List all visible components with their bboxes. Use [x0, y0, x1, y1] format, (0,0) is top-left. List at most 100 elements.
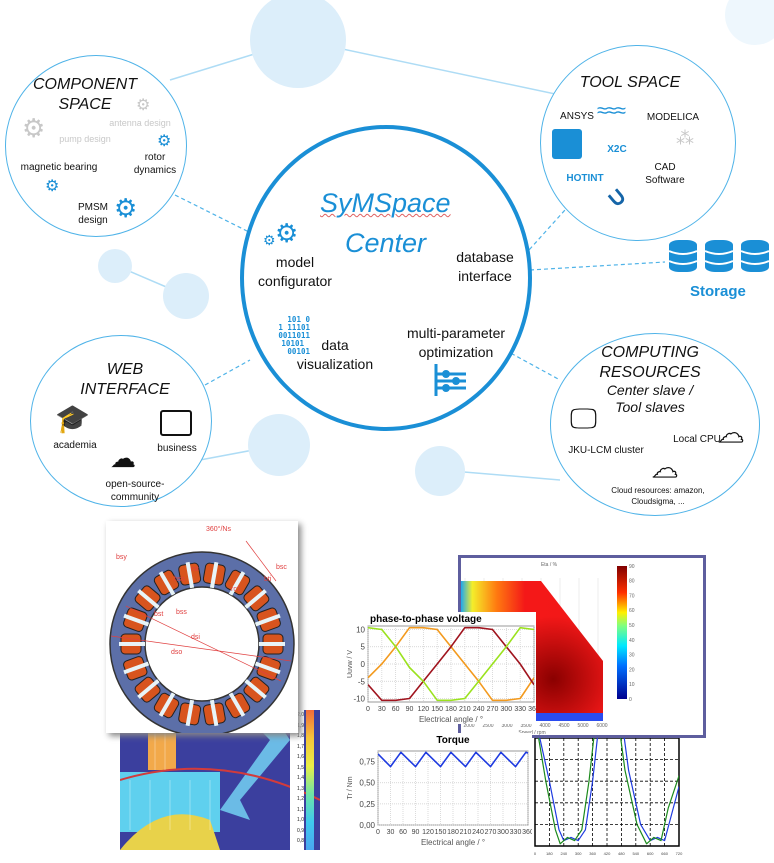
y-tick-label: 0,00	[359, 821, 375, 830]
data-visualization-label: data visualization	[296, 337, 374, 372]
x-tick-label: 90	[412, 829, 420, 836]
slot-opening	[185, 699, 195, 727]
database-icons	[668, 240, 770, 272]
decor-circle	[248, 414, 310, 476]
colorbar-tick: 80	[629, 579, 635, 585]
chart-title: phase-to-phase voltage	[370, 614, 482, 625]
colorbar-tick: 60	[629, 608, 635, 614]
stator-slot	[243, 676, 270, 703]
dimension-label: hss	[174, 576, 185, 583]
colorbar-tick: 0,9	[297, 827, 304, 834]
gear-icon: ⚙	[114, 193, 138, 223]
heatmap-xtick: 4500	[558, 723, 569, 729]
dimension-label: rst	[191, 566, 199, 573]
dimension-label: bti	[264, 576, 272, 583]
decor-circle	[250, 0, 346, 88]
y-axis-label: Uuvw / V	[347, 650, 354, 678]
gear-icon: ⚙	[157, 133, 172, 150]
graduation-cap-icon: 🎓	[55, 403, 90, 434]
waves-icon: ≈≈≈	[597, 100, 626, 122]
web-interface-circle	[30, 335, 212, 507]
x-tick-label: 180	[445, 706, 457, 713]
magnetic-bearing-label: magnetic bearing	[20, 162, 98, 173]
slot-opening	[123, 613, 150, 627]
stator-slot	[123, 607, 150, 632]
colorbar-tick: 2,0	[297, 712, 304, 718]
y-tick-label: 0,25	[359, 800, 375, 809]
model-configurator-label: model configurator	[258, 254, 332, 289]
computing-subtitle: Center slave / Tool slaves	[606, 382, 694, 415]
x-tick-label: 210	[460, 829, 472, 836]
stator-slot	[178, 561, 202, 589]
stator-slot	[178, 699, 202, 727]
stator-slot	[134, 676, 161, 703]
x2c-label: X2C	[607, 144, 627, 155]
x-tick-label: 300	[500, 706, 512, 713]
stator-slot	[202, 561, 226, 589]
pmsm-design-label: PMSM design	[78, 202, 108, 226]
hotint-label: HOTINT	[566, 173, 604, 184]
x-tick-label: 360	[589, 851, 596, 856]
slot-opening	[119, 642, 145, 646]
tool-space-circle	[540, 45, 736, 241]
heatmap-xtick: 2000	[463, 723, 474, 729]
slot-opening	[185, 561, 195, 589]
x-tick-label: 180	[447, 829, 459, 836]
computing-title: COMPUTING RESOURCES	[599, 344, 701, 381]
sliders-icon	[434, 364, 466, 396]
heatmap-xtick: 6000	[596, 723, 607, 729]
x-tick-label: 270	[487, 706, 499, 713]
field-region	[120, 814, 220, 850]
center-title-line1: SyMSpace	[320, 188, 451, 218]
cloud-sync-icon: ☁	[651, 453, 678, 483]
colorbar-tick: 0,8	[297, 838, 304, 844]
x-tick-label: 600	[647, 851, 654, 856]
dimension-label: 360°/Ns	[206, 525, 231, 533]
modelica-label: MODELICA	[646, 112, 700, 123]
cloud-sync-icon: ☁	[717, 418, 744, 448]
y-axis-label: Tr / Nm	[347, 776, 354, 799]
heatmap-xlabel: Speed / rpm	[518, 730, 545, 735]
symspace-center-circle	[240, 125, 532, 431]
colorbar-tick: 1,9	[297, 722, 304, 729]
colorbar-tick: 1,1	[297, 806, 304, 813]
stator-slot	[254, 607, 281, 632]
local-cpu-label: Local CPU	[673, 434, 721, 445]
gear-icon: ⚙	[22, 113, 46, 143]
y-tick-label: -10	[353, 695, 365, 704]
stator-slot	[243, 585, 270, 612]
web-interface-title: WEB INTERFACE	[80, 361, 170, 398]
academia-label: academia	[53, 440, 97, 451]
database-icon	[669, 240, 697, 272]
x-axis-label: Electrical angle / °	[419, 715, 483, 724]
slot-opening	[158, 692, 176, 717]
open-source-community-label: open-source-community	[105, 479, 165, 503]
stator-slot	[202, 699, 226, 727]
dimension-label: bss	[176, 609, 187, 616]
dimension-label: dsi	[191, 634, 200, 641]
binary-line: 101 0	[287, 315, 310, 324]
x-tick-label: 150	[431, 706, 443, 713]
series-line-blue	[539, 738, 679, 842]
monitor-icon: 🖵	[570, 403, 597, 434]
colorbar-tick: 0	[629, 697, 632, 703]
component-space-title: COMPONENT SPACE	[33, 76, 137, 113]
x-tick-label: 0	[366, 706, 370, 713]
series-line-green	[537, 738, 679, 845]
decor-circle	[415, 446, 465, 496]
y-tick-label: -5	[358, 677, 366, 686]
dimension-label: dso	[171, 649, 182, 656]
colorbar-tick: 90	[629, 564, 635, 570]
dimension-label: bst	[154, 611, 163, 618]
x-tick-label: 720	[676, 851, 683, 856]
x-tick-label: 0	[534, 851, 537, 856]
gear-icon: ⚙	[45, 178, 60, 195]
graph-nodes-icon: ⁂	[676, 128, 694, 148]
slot-opening	[254, 613, 281, 627]
slot-opening	[137, 589, 160, 609]
binary-line: 1 11101	[278, 323, 310, 332]
